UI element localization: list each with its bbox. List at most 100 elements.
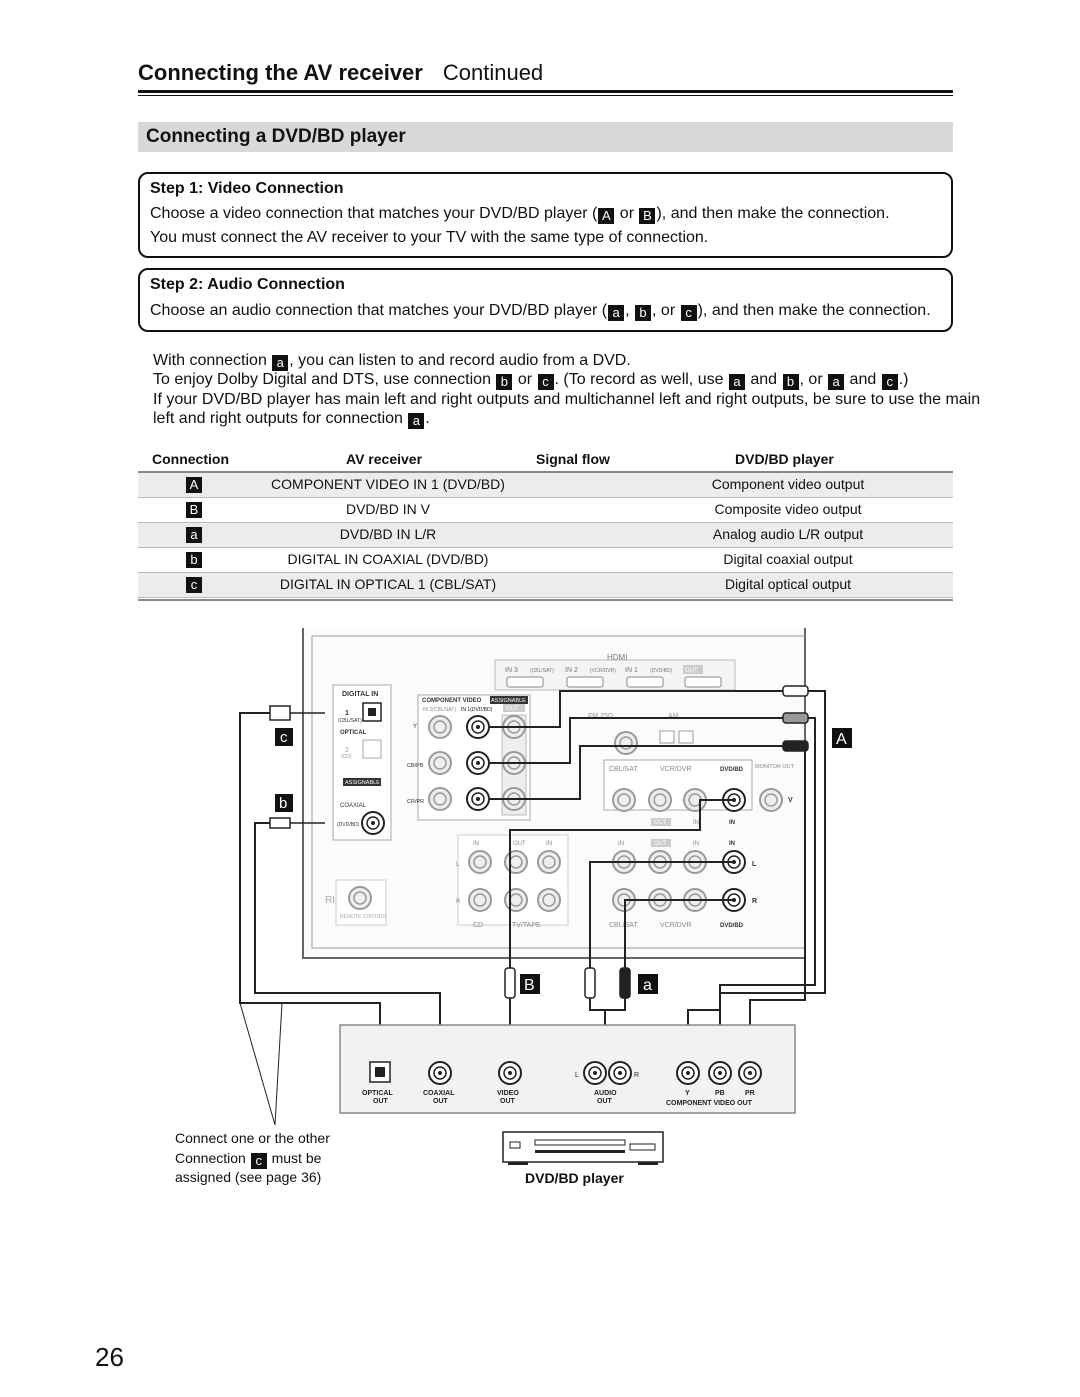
component-assignable: ASSIGNABLE	[491, 698, 526, 704]
player-component-out: COMPONENT VIDEO OUT	[666, 1100, 753, 1107]
label-out-mid: OUT	[654, 820, 667, 826]
row-badge: A	[186, 477, 202, 493]
label-in-cbl: IN	[618, 841, 624, 847]
header-continued: Continued	[442, 60, 544, 85]
component-out: OUT	[506, 706, 519, 712]
badge-a: a	[608, 305, 625, 321]
row-badge: b	[186, 552, 202, 568]
note4-text-b: .	[425, 410, 430, 427]
label-r-cd: R	[456, 899, 461, 905]
badge-c: c	[680, 305, 697, 321]
label-in-tape: IN	[546, 841, 552, 847]
label-monitor-out: MONITOR OUT	[755, 764, 795, 770]
hdmi-out: OUT	[685, 668, 698, 674]
hdmi-in2: IN 2	[565, 667, 578, 674]
antenna-block: FM 75Ω AM	[588, 713, 694, 755]
row-receiver: DIGITAL IN OPTICAL 1 (CBL/SAT)	[279, 576, 497, 592]
row-receiver: DVD/BD IN L/R	[339, 526, 437, 542]
player-video-out: OUT	[500, 1098, 516, 1105]
section-title: Connecting a DVD/BD player	[146, 126, 406, 147]
component-in2: IN 2(CBL/SAT)	[423, 707, 456, 713]
player-r-label: R	[634, 1072, 639, 1079]
component-cr: CR/PR	[407, 799, 424, 805]
step2-line1: Choose an audio connection that matches …	[150, 302, 931, 321]
player-coaxial-out: OUT	[433, 1098, 449, 1105]
optical-label: OPTICAL	[340, 730, 367, 736]
player-audio-out: OUT	[597, 1098, 613, 1105]
note2-text-e: , or	[799, 371, 828, 388]
table-bottom-rule	[138, 599, 953, 601]
label-a: a	[643, 977, 652, 994]
badge-a: a	[408, 413, 425, 429]
header-rule	[138, 90, 953, 93]
caption-text-b: must be	[267, 1150, 322, 1166]
label-in-dvd: IN	[729, 820, 735, 826]
step1-text-b: or	[615, 205, 639, 222]
row-badge: B	[186, 502, 202, 518]
badge-b: b	[782, 374, 799, 390]
note-1: With connection a, you can listen to and…	[153, 352, 631, 371]
hdmi-in1: IN 1	[625, 667, 638, 674]
label-vcr-dvr-bottom: VCR/DVR	[660, 922, 692, 929]
hdmi-block: HDMI IN 3 (CBL/SAT) IN 2 (VCR/DVR) IN 1 …	[494, 653, 736, 691]
section-title-bar: Connecting a DVD/BD player	[138, 122, 953, 152]
note4-text-a: left and right outputs for connection	[153, 410, 408, 427]
hdmi-in3-sub: (CBL/SAT)	[530, 668, 554, 674]
player-coaxial: COAXIAL	[423, 1090, 455, 1097]
label-r-dvd: R	[752, 898, 757, 905]
step2-text-d: ), and then make the connection.	[697, 302, 931, 319]
table-row: a DVD/BD IN L/R Analog audio L/R output	[138, 523, 953, 548]
row-badge: c	[186, 577, 202, 593]
player-y: Y	[685, 1090, 690, 1097]
label-in-cd: IN	[473, 841, 479, 847]
component-y: Y	[413, 724, 417, 730]
note2-text-b: or	[513, 371, 537, 388]
header-av-receiver: AV receiver	[346, 451, 423, 467]
assignable-label: ASSIGNABLE	[345, 780, 380, 786]
note-4: left and right outputs for connection a.	[153, 410, 430, 429]
badge-a: a	[272, 355, 289, 371]
label-box-a	[638, 974, 658, 994]
step1-title: Step 1: Video Connection	[150, 180, 344, 197]
step1-line1: Choose a video connection that matches y…	[150, 205, 890, 224]
badge-c: c	[250, 1153, 267, 1169]
header-signal-flow: Signal flow	[536, 451, 610, 467]
step2-text-a: Choose an audio connection that matches …	[150, 302, 608, 319]
caption-line1: Connect one or the other	[175, 1130, 330, 1146]
remote-control-label: REMOTE CONTROL	[340, 914, 387, 920]
label-dvd-bd: DVD/BD	[720, 767, 744, 773]
player-pb: PB	[715, 1090, 725, 1097]
label-c: c	[280, 729, 288, 746]
step2-text-c: , or	[652, 302, 680, 319]
note2-text-c: . (To record as well, use	[554, 371, 728, 388]
fm-label: FM 75Ω	[588, 713, 613, 720]
am-label: AM	[668, 713, 679, 720]
caption-line3: assigned (see page 36)	[175, 1169, 322, 1185]
note2-text-a: To enjoy Dolby Digital and DTS, use conn…	[153, 371, 496, 388]
optical2-label: 2	[345, 747, 349, 754]
badge-b: b	[496, 374, 513, 390]
label-tv-tape: TV/TAPE	[512, 922, 541, 929]
label-v: V	[788, 797, 793, 804]
badge-c: c	[537, 374, 554, 390]
digital-in-block: DIGITAL IN 1 (CBL/SAT) OPTICAL 2 (CD) AS…	[332, 684, 392, 841]
row-player: Digital coaxial output	[723, 551, 853, 567]
row-player: Analog audio L/R output	[712, 526, 864, 542]
coaxial-label: COAXIAL	[340, 803, 367, 809]
label-dvd-bd-bottom: DVD/BD	[720, 923, 744, 929]
page-number: 26	[95, 1342, 124, 1372]
component-cb: CB/PB	[407, 763, 424, 769]
optical1-label: 1	[345, 710, 349, 717]
optical2-sub: (CD)	[341, 754, 352, 760]
badge-b: b	[635, 305, 652, 321]
label-out-tape: OUT	[513, 841, 526, 847]
header-title: Connecting the AV receiver	[138, 60, 423, 85]
label-l-dvd: L	[752, 861, 757, 868]
player-optical-out: OUT	[373, 1098, 389, 1105]
cables	[239, 690, 826, 1126]
page-header: Connecting the AV receiver Continued	[138, 60, 543, 86]
row-receiver: DIGITAL IN COAXIAL (DVD/BD)	[287, 551, 489, 567]
badge-c: c	[881, 374, 898, 390]
header-dvd-player: DVD/BD player	[735, 451, 834, 467]
